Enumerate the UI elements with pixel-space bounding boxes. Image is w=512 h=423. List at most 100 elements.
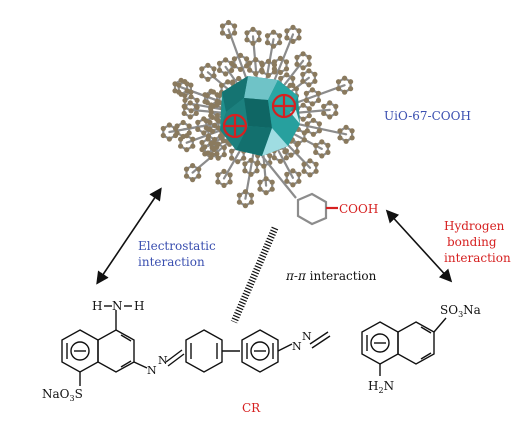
ring-atom (343, 124, 349, 130)
ring-atom (199, 66, 205, 72)
ring-atom (230, 79, 236, 85)
ring-atom (254, 168, 260, 174)
ring-atom (172, 88, 178, 94)
ring-atom (284, 171, 290, 177)
ring-atom (337, 135, 343, 141)
ring-atom (215, 172, 221, 178)
ring-atom (211, 139, 217, 146)
ring-atom (225, 79, 231, 85)
positive-charge-icon (222, 113, 248, 139)
ring-atom (178, 143, 184, 149)
ring-atom (235, 159, 241, 165)
ring-atom (211, 66, 217, 72)
ring-atom (325, 149, 331, 155)
ring-atom (223, 57, 229, 63)
ring-atom (337, 128, 343, 134)
so3na-label: SO3Na (440, 303, 481, 319)
ring-atom (303, 90, 309, 96)
ring-atom (255, 160, 261, 166)
ring-atom (202, 92, 208, 98)
ring-atom (257, 186, 263, 192)
ring-atom (229, 60, 235, 66)
ring-atom (290, 168, 296, 174)
ring-atom (244, 56, 250, 62)
ring-atom (303, 97, 309, 103)
ring-atom (219, 30, 226, 36)
ring-atom (290, 182, 296, 188)
ring-atom (294, 149, 300, 155)
cooh-ring (261, 155, 338, 226)
ring-atom (270, 29, 277, 35)
ring-atom (300, 116, 306, 122)
mof-atoms (160, 19, 355, 209)
ring-atom (313, 161, 319, 167)
ring-atom (186, 123, 192, 129)
ring-atom (264, 40, 271, 46)
ring-atom (310, 131, 316, 137)
amine-n: N (112, 299, 123, 313)
ring-atom (190, 143, 196, 149)
ring-atom (278, 75, 284, 81)
ring-atom (244, 30, 250, 36)
ring-atom (283, 59, 290, 65)
ring-atom (207, 126, 213, 132)
ring-atom (343, 138, 349, 144)
pi-pi-symbol: π-π (285, 269, 307, 283)
ring-atom (313, 149, 319, 155)
ring-atom (296, 35, 302, 41)
ring-atom (284, 72, 290, 78)
ring-atom (263, 176, 269, 182)
ring-atom (209, 145, 215, 151)
ring-atom (294, 142, 300, 148)
cooh-label: COOH (339, 202, 378, 216)
ring-atom (219, 23, 226, 29)
ring-atom (256, 30, 262, 36)
ring-atom (187, 100, 193, 106)
h2n-sub: 2 (378, 386, 383, 395)
ring-atom (277, 158, 283, 164)
ring-atom (229, 155, 235, 161)
ring-atom (195, 126, 201, 132)
amine-h-left: H (92, 299, 102, 313)
ring-atom (300, 51, 306, 57)
negative-charge-icon (370, 333, 390, 353)
ring-atom (306, 106, 312, 112)
ring-atom (178, 77, 184, 83)
ring-atom (241, 155, 247, 161)
ring-atom (283, 66, 290, 72)
ring-atom (244, 37, 250, 43)
congo-red-molecule (61, 310, 447, 386)
ring-atom (301, 130, 307, 136)
electrostatic-label-line2: interaction (138, 255, 205, 269)
ring-atom (208, 109, 214, 115)
ring-atom (310, 117, 316, 123)
ring-atom (315, 90, 322, 96)
ring-atom (313, 168, 319, 174)
ring-atom (194, 104, 200, 110)
ring-atom (283, 148, 289, 154)
ring-atom (296, 171, 302, 177)
ring-atom (205, 150, 211, 156)
ring-atom (216, 60, 223, 66)
ring-atom (225, 19, 232, 26)
ring-atom (190, 136, 196, 142)
mof-structure (160, 19, 355, 226)
ring-atom (199, 146, 205, 153)
ring-atom (225, 33, 232, 40)
ring-atom (221, 168, 227, 174)
h2n-label: H2N (368, 379, 394, 395)
ring-atom (186, 130, 192, 136)
ring-atom (229, 148, 235, 154)
ring-atom (293, 86, 299, 92)
ring-atom (300, 78, 306, 84)
ring-atom (265, 58, 271, 64)
negative-charge-icon (250, 341, 270, 361)
h2n-b: N (384, 379, 395, 393)
ring-atom (277, 40, 283, 46)
ring-atom (242, 203, 248, 209)
ring-atom (319, 139, 325, 145)
pi-pi-hatched-line (230, 226, 279, 324)
ring-atom (306, 61, 312, 67)
ring-atom (219, 82, 225, 88)
ring-atom (207, 119, 213, 125)
